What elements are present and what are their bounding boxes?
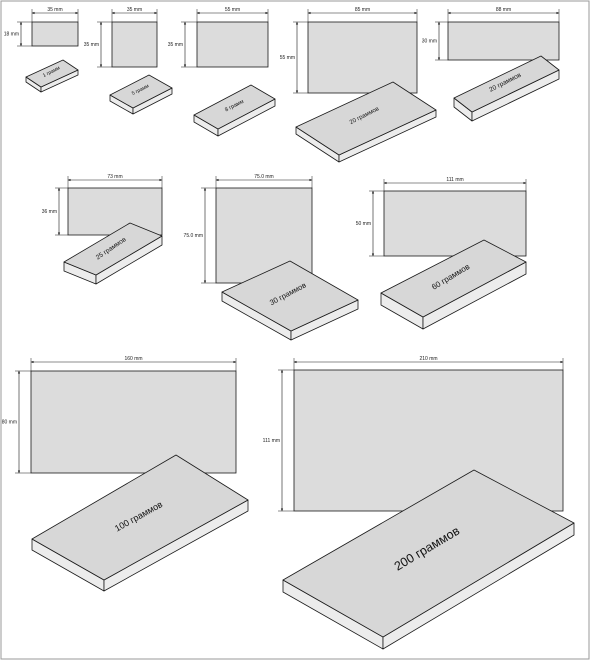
plan-rect xyxy=(31,21,79,47)
plate-3d xyxy=(109,74,173,115)
height-label: 35 mm xyxy=(84,42,99,48)
width-label: 75.0 mm xyxy=(254,174,273,180)
plate-3d xyxy=(63,222,163,285)
width-label: 85 mm xyxy=(355,7,370,13)
width-label: 73 mm xyxy=(107,174,122,180)
height-label: 30 mm xyxy=(422,39,437,45)
height-label: 80 mm xyxy=(2,420,17,426)
plan-rect xyxy=(67,187,163,236)
plate-top xyxy=(109,74,173,109)
plan-rect xyxy=(293,369,564,512)
width-label: 88 mm xyxy=(496,7,511,13)
plate-top xyxy=(25,59,79,88)
plate-top xyxy=(31,454,249,581)
plate-3d xyxy=(31,454,249,592)
plate-3d xyxy=(193,84,276,137)
plate-top xyxy=(193,84,276,130)
plan-rect xyxy=(307,21,418,94)
height-label: 111 mm xyxy=(263,438,280,444)
plate-3d xyxy=(380,239,527,330)
height-label: 55 mm xyxy=(280,55,295,61)
plate-3d xyxy=(221,260,359,341)
width-label: 210 mm xyxy=(419,356,437,362)
plate-top xyxy=(221,260,359,332)
height-label: 36 mm xyxy=(42,209,57,215)
plan-rect xyxy=(196,21,269,68)
width-label: 160 mm xyxy=(124,356,142,362)
plate-3d xyxy=(453,55,560,122)
height-label: 75.0 mm xyxy=(184,233,203,239)
plate-top xyxy=(380,239,527,318)
plate-top xyxy=(295,81,437,156)
plan-rect xyxy=(111,21,158,68)
height-label: 18 mm xyxy=(4,32,19,38)
plan-rect xyxy=(447,21,560,61)
plan-rect xyxy=(30,370,237,474)
plate-3d xyxy=(295,81,437,163)
plate-top xyxy=(63,222,163,276)
width-label: 35 mm xyxy=(47,7,62,13)
plate-3d xyxy=(282,469,575,650)
width-label: 55 mm xyxy=(225,7,240,13)
plan-rect xyxy=(383,190,527,257)
plate-top xyxy=(282,469,575,638)
plate-top xyxy=(453,55,560,113)
width-label: 35 mm xyxy=(127,7,142,13)
height-label: 35 mm xyxy=(168,42,183,48)
height-label: 50 mm xyxy=(356,221,371,227)
width-label: 111 mm xyxy=(446,177,463,183)
plate-3d xyxy=(25,59,79,93)
